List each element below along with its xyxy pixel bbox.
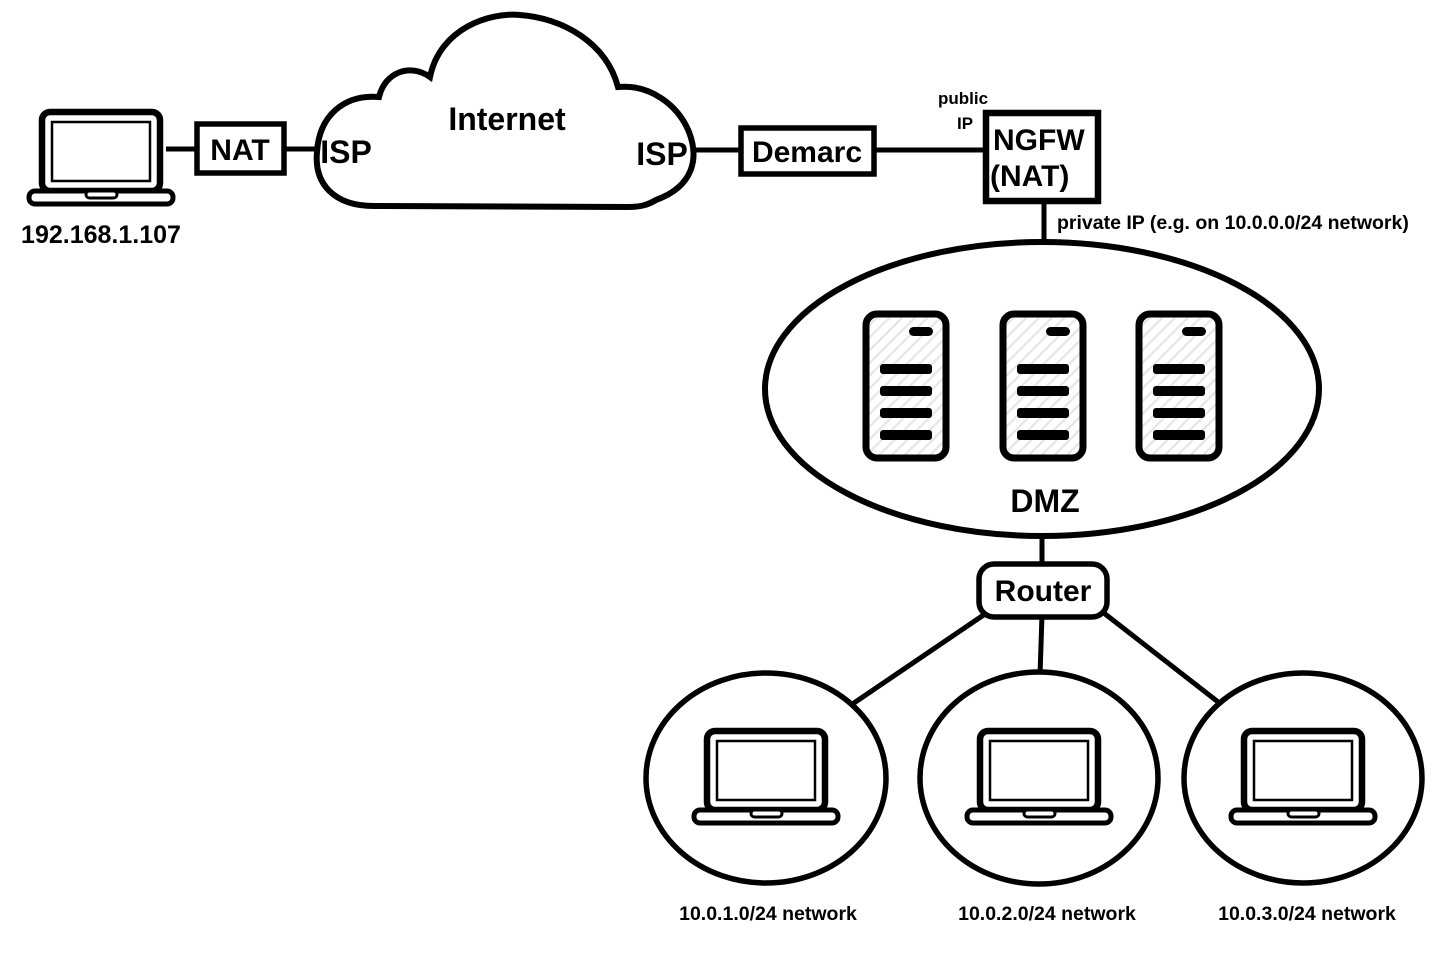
network-laptop-icon-1 [694,731,838,823]
internet-label: Internet [448,101,566,137]
isp-left-label: ISP [320,134,372,170]
link-router-to-network1 [849,609,990,708]
nat-box: NAT [194,121,287,176]
link-router-to-network2 [1037,614,1045,676]
dmz-label: DMZ [1010,483,1079,519]
ngfw-box-label-line1: NGFW [993,124,1085,157]
internet-cloud: Internet ISP ISP [313,11,697,211]
network-label-3: 10.0.3.0/24 network [1218,903,1396,925]
network-zone-3: 10.0.3.0/24 network [1181,670,1425,925]
dmz-server-icon-3 [1139,314,1219,458]
dmz-server-icon-2 [1003,314,1083,458]
network-laptop-icon-2 [967,731,1111,823]
private-ip-note: private IP (e.g. on 10.0.0.0/24 network) [1057,212,1409,234]
dmz-zone: DMZ [762,239,1322,539]
network-label-1: 10.0.1.0/24 network [679,903,857,925]
demarc-box: Demarc [738,125,877,177]
isp-right-label: ISP [636,136,688,172]
nat-box-label: NAT [210,134,269,167]
network-zone-1: 10.0.1.0/24 network [643,670,889,925]
external-laptop-icon [29,112,173,204]
cloud-icon [313,11,697,211]
public-ip-note-line1: public [938,89,988,108]
link-router-to-network3 [1098,608,1224,707]
network-label-2: 10.0.2.0/24 network [958,903,1136,925]
router-box-label: Router [995,575,1092,608]
external-host-ip-label: 192.168.1.107 [21,221,181,249]
demarc-box-label: Demarc [752,136,862,169]
router-box: Router [976,561,1110,620]
dmz-server-icon-1 [866,314,946,458]
ngfw-box-label-line2: (NAT) [990,160,1069,193]
network-laptop-icon-3 [1231,731,1375,823]
public-ip-note-line2: IP [957,114,973,133]
ngfw-box: NGFW (NAT) [982,109,1102,205]
network-zone-2: 10.0.2.0/24 network [917,669,1161,925]
